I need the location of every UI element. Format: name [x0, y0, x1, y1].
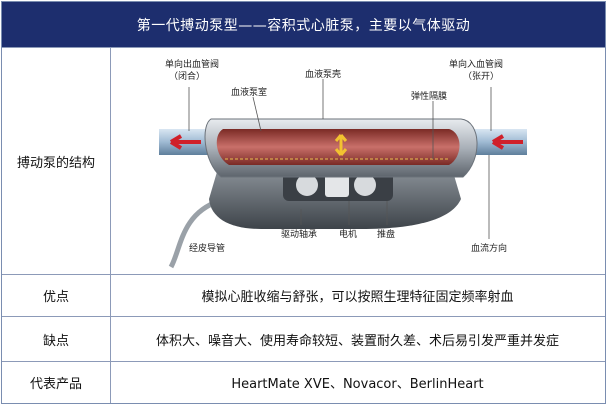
table-row-structure: 搏动泵的结构	[2, 47, 605, 274]
table-header: 第一代搏动泵型——容积式心脏泵，主要以气体驱动	[2, 2, 605, 47]
pump-diagram-cell: 单向出血管阀 （闭合） 血液泵壳 单向入血管阀 （张开） 血液泵室 弹性隔膜 驱…	[110, 48, 605, 274]
flow-direction-label: 血流方向	[471, 242, 507, 254]
pump-chamber-label: 血液泵室	[231, 86, 267, 98]
pump-structure-diagram: 单向出血管阀 （闭合） 血液泵壳 单向入血管阀 （张开） 血液泵室 弹性隔膜 驱…	[158, 58, 527, 268]
outlet-flow-arrow	[169, 133, 201, 150]
percutaneous-lead-label: 经皮导管	[189, 242, 225, 254]
inlet-flow-arrow	[491, 133, 523, 150]
table-row-products: 代表产品 HeartMate XVE、Novacor、BerlinHeart	[2, 361, 605, 403]
motor-body	[324, 172, 349, 197]
elastic-diaphragm-label: 弹性隔膜	[411, 90, 447, 102]
diaphragm-motion-arrow	[334, 133, 347, 156]
push-plate-label: 推盘	[377, 228, 395, 240]
row-label-advantages: 优点	[2, 275, 111, 316]
inlet-valve-state-label: （张开）	[463, 71, 499, 82]
inlet-valve-label: 单向入血管阀	[449, 58, 503, 70]
row-label-products: 代表产品	[2, 362, 111, 403]
row-content-products: HeartMate XVE、Novacor、BerlinHeart	[231, 377, 484, 392]
row-label-disadvantages: 缺点	[2, 317, 111, 361]
percutaneous-lead-cable	[168, 198, 220, 268]
drive-bearing-roller-2	[353, 173, 376, 196]
outlet-valve-state-label: （闭合）	[169, 70, 205, 82]
row-content-disadvantages: 体积大、噪音大、使用寿命较短、装置耐久差、术后易引发严重并发症	[155, 333, 559, 349]
pump-shell-label: 血液泵壳	[305, 68, 341, 80]
motor-label: 电机	[339, 228, 357, 240]
drive-bearing-label: 驱动轴承	[281, 228, 317, 240]
table-row-disadvantages: 缺点 体积大、噪音大、使用寿命较短、装置耐久差、术后易引发严重并发症	[2, 316, 605, 361]
pump-chamber	[216, 128, 459, 165]
table-row-advantages: 优点 模拟心脏收缩与舒张，可以按照生理特征固定频率射血	[2, 274, 605, 316]
outlet-valve-label: 单向出血管阀	[165, 58, 219, 70]
drive-bearing-roller-1	[295, 173, 318, 196]
row-content-advantages: 模拟心脏收缩与舒张，可以按照生理特征固定频率射血	[201, 290, 514, 305]
row-label-structure: 搏动泵的结构	[2, 48, 111, 274]
